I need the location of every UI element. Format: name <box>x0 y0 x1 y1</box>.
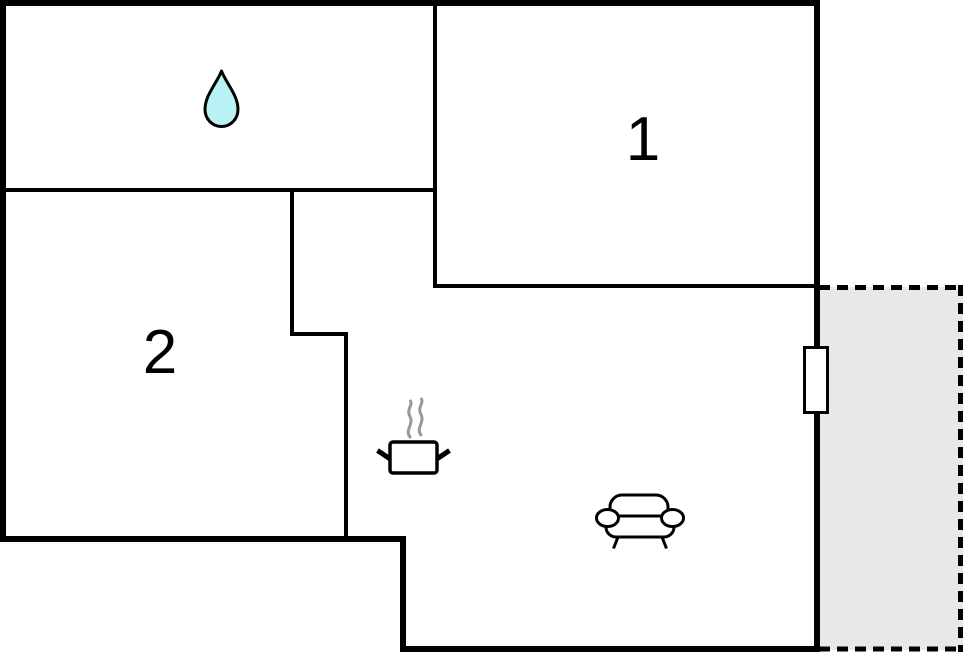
wall-right <box>814 0 820 646</box>
cooking-pot-icon <box>376 440 451 475</box>
balcony-area <box>817 287 963 650</box>
wall-room2-right-upper <box>290 188 294 334</box>
wall-bottom <box>400 646 820 652</box>
water-drop-icon <box>203 69 240 128</box>
room-label-2: 2 <box>142 318 178 387</box>
wall-bath-bottom <box>0 188 437 192</box>
room-label-1: 1 <box>625 105 661 174</box>
wall-room2-right-lower <box>344 332 348 536</box>
wall-left <box>0 0 6 542</box>
window-marker <box>803 346 829 414</box>
wall-top <box>0 0 820 6</box>
wall-room1-bottom <box>433 284 814 288</box>
steam-icon <box>406 397 424 439</box>
wall-step <box>400 536 406 652</box>
wall-room2-bottom <box>0 536 406 542</box>
sofa-icon <box>595 493 685 550</box>
wall-room2-jog <box>290 332 348 336</box>
wall-bath-room1-divider <box>433 0 437 288</box>
